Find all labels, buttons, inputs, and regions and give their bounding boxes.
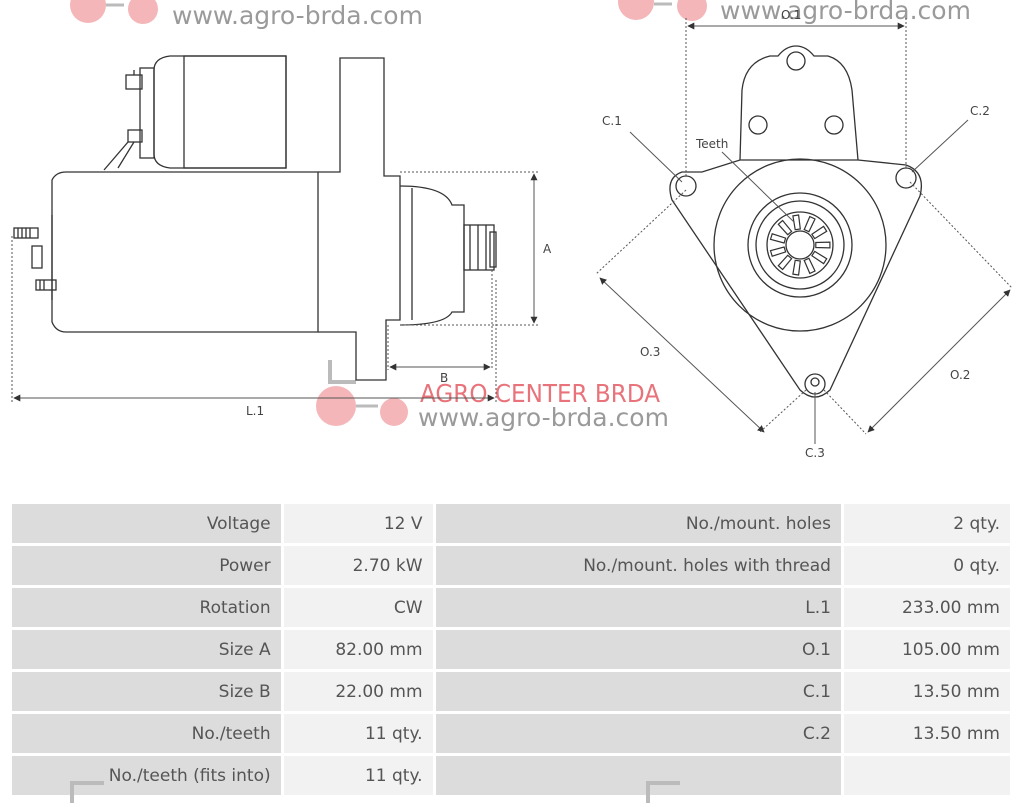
spec-value: 13.50 mm xyxy=(843,672,1010,711)
spec-label: L.1 xyxy=(435,588,841,627)
watermark-url-top-right: www.agro-brda.com xyxy=(720,0,971,25)
side-view-dimensions xyxy=(11,171,540,402)
label-l1: L.1 xyxy=(246,404,264,418)
spec-label: No./teeth (fits into) xyxy=(12,756,281,795)
starter-side-view xyxy=(13,55,497,381)
spec-value: 22.00 mm xyxy=(283,672,433,711)
label-o3: O.3 xyxy=(640,345,660,359)
watermark-top-right: www.agro-brda.com xyxy=(618,0,971,25)
label-teeth: Teeth xyxy=(695,137,728,151)
spec-value: 82.00 mm xyxy=(283,630,433,669)
spec-value: 11 qty. xyxy=(283,756,433,795)
label-size-b: B xyxy=(440,371,448,385)
spec-label: No./teeth xyxy=(12,714,281,753)
pinion-teeth xyxy=(769,214,831,276)
label-c2: C.2 xyxy=(970,104,990,118)
spec-value: 105.00 mm xyxy=(843,630,1010,669)
spec-label xyxy=(435,756,841,795)
spec-label: Power xyxy=(12,546,281,585)
spec-value: 11 qty. xyxy=(283,714,433,753)
starter-technical-drawing: www.agro-brda.com www.agro-brda.com AGRO… xyxy=(11,0,1013,460)
spec-value: 12 V xyxy=(283,504,433,543)
watermark-url-top-left: www.agro-brda.com xyxy=(172,1,423,30)
pinion-tooth xyxy=(803,257,816,275)
watermark-center: AGRO CENTER BRDA www.agro-brda.com xyxy=(316,360,669,432)
pinion-tooth xyxy=(811,225,828,240)
spec-value: 233.00 mm xyxy=(843,588,1010,627)
label-c3: C.3 xyxy=(805,446,825,460)
spec-label: O.1 xyxy=(435,630,841,669)
pinion-tooth xyxy=(792,214,801,231)
label-c1: C.1 xyxy=(602,114,622,128)
spec-label: C.2 xyxy=(435,714,841,753)
pinion-tooth xyxy=(777,219,793,236)
pinion-tooth xyxy=(769,246,787,257)
spec-value: CW xyxy=(283,588,433,627)
pinion-tooth xyxy=(769,233,787,244)
spec-value: 13.50 mm xyxy=(843,714,1010,753)
spec-label: Rotation xyxy=(12,588,281,627)
spec-value: 2 qty. xyxy=(843,504,1010,543)
spec-row: No./teeth (fits into)11 qty. xyxy=(12,756,1010,795)
spec-label: No./mount. holes xyxy=(435,504,841,543)
pinion-tooth xyxy=(815,241,831,249)
label-o2: O.2 xyxy=(950,368,970,382)
pinion-tooth xyxy=(803,215,816,233)
spec-label: Size B xyxy=(12,672,281,711)
spec-label: No./mount. holes with thread xyxy=(435,546,841,585)
watermark-url-center: www.agro-brda.com xyxy=(418,403,669,432)
spec-label: Size A xyxy=(12,630,281,669)
spec-label: C.1 xyxy=(435,672,841,711)
starter-front-view xyxy=(669,45,923,398)
spec-value xyxy=(843,756,1010,795)
label-o1: O.1 xyxy=(781,8,801,22)
pinion-tooth xyxy=(792,259,801,276)
spec-label: Voltage xyxy=(12,504,281,543)
watermark-top-left: www.agro-brda.com xyxy=(70,0,423,30)
watermark-bottom-left xyxy=(70,781,104,803)
watermark-bottom-right xyxy=(646,781,680,803)
pinion-tooth xyxy=(777,254,793,271)
pinion-tooth xyxy=(811,250,828,265)
spec-value: 0 qty. xyxy=(843,546,1010,585)
front-view-dimensions xyxy=(595,18,1013,444)
label-size-a: A xyxy=(543,242,552,256)
spec-value: 2.70 kW xyxy=(283,546,433,585)
